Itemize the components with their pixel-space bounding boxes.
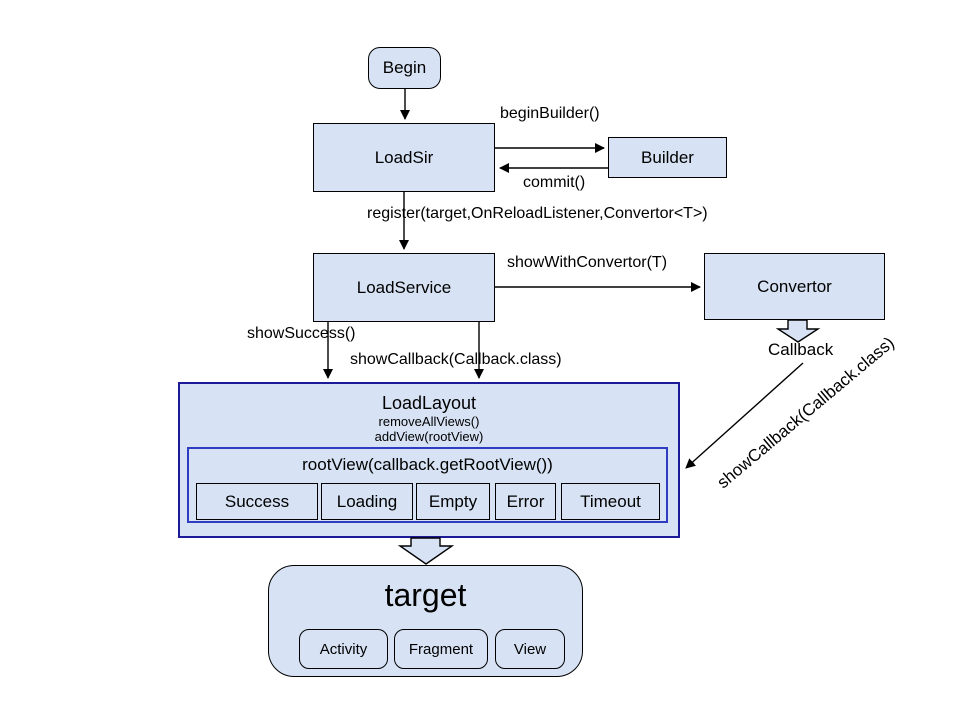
edge-label-commit: commit() bbox=[523, 174, 586, 191]
node-label-callback: Callback bbox=[768, 340, 834, 359]
loadlayout-title: LoadLayout bbox=[381, 393, 477, 413]
node-target: target Activity Fragment View bbox=[268, 565, 583, 677]
target-child-view: View bbox=[495, 629, 565, 669]
loadlayout-method-addview: addView(rootView) bbox=[374, 429, 484, 445]
callback-state-timeout: Timeout bbox=[561, 483, 660, 520]
edge-label-showwithconvertor: showWithConvertor(T) bbox=[507, 254, 668, 271]
rootview-title: rootView(callback.getRootView()) bbox=[302, 455, 553, 474]
target-child-fragment: Fragment bbox=[394, 629, 488, 669]
node-builder: Builder bbox=[608, 137, 727, 178]
loadlayout-method-removeallviews: removeAllViews() bbox=[378, 413, 480, 429]
block-arrow-loadlayout-to-target bbox=[397, 537, 455, 565]
node-loadservice: LoadService bbox=[313, 253, 495, 322]
node-begin: Begin bbox=[368, 47, 441, 89]
edge-label-beginbuilder: beginBuilder() bbox=[500, 105, 600, 122]
node-loadsir: LoadSir bbox=[313, 123, 495, 192]
node-rootview: rootView(callback.getRootView()) Success… bbox=[187, 447, 668, 523]
target-title: target bbox=[384, 577, 467, 613]
edge-label-showsuccess: showSuccess() bbox=[247, 325, 356, 342]
callback-state-empty: Empty bbox=[416, 483, 490, 520]
edge-label-showcallback: showCallback(Callback.class) bbox=[350, 351, 562, 368]
block-arrow-convertor-to-callback bbox=[775, 319, 821, 343]
target-child-activity: Activity bbox=[299, 629, 388, 669]
callback-state-loading: Loading bbox=[321, 483, 413, 520]
callback-state-error: Error bbox=[495, 483, 556, 520]
node-loadlayout: LoadLayout removeAllViews() addView(root… bbox=[178, 382, 680, 538]
edge-label-register: register(target,OnReloadListener,Convert… bbox=[367, 205, 708, 222]
node-convertor: Convertor bbox=[704, 253, 885, 320]
callback-state-success: Success bbox=[196, 483, 318, 520]
